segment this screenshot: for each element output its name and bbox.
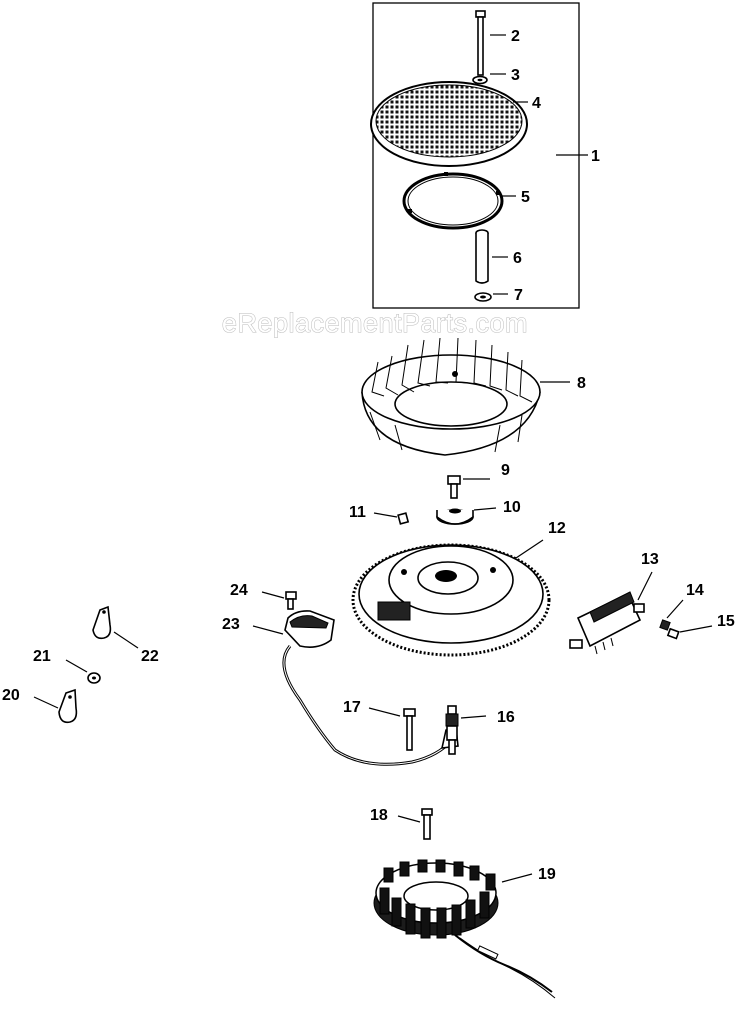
part-5-retaining-ring[interactable] [402, 172, 504, 230]
part-label-1: 1 [591, 148, 600, 165]
part-9-bolt[interactable] [447, 475, 461, 499]
part-2-bolt[interactable] [475, 10, 486, 76]
part-label-13: 13 [641, 551, 659, 568]
part-label-21: 21 [33, 648, 51, 665]
part-label-5: 5 [521, 189, 530, 206]
part-label-9: 9 [501, 462, 510, 479]
part-20-clamp[interactable] [58, 688, 78, 724]
part-10-spacer-washer[interactable] [436, 508, 474, 525]
part-16-spark-plug[interactable] [445, 705, 459, 755]
part-label-15: 15 [717, 613, 735, 630]
part-11-key[interactable] [397, 512, 410, 525]
part-label-19: 19 [538, 866, 556, 883]
part-label-10: 10 [503, 499, 521, 516]
part-label-11: 11 [349, 504, 366, 521]
part-7-washer[interactable] [474, 292, 492, 302]
part-label-23: 23 [222, 616, 240, 633]
part-14-nut[interactable] [659, 619, 671, 631]
part-label-18: 18 [370, 807, 388, 824]
part-label-6: 6 [513, 250, 522, 267]
part-label-20: 20 [2, 687, 20, 704]
part-15-screw[interactable] [666, 627, 680, 640]
part-12-flywheel[interactable] [351, 543, 551, 657]
part-8-cooling-fan[interactable] [361, 337, 541, 456]
part-label-8: 8 [577, 375, 586, 392]
part-label-2: 2 [511, 28, 520, 45]
part-24-bolt[interactable] [285, 591, 297, 610]
part-18-bolt[interactable] [421, 808, 433, 840]
part-label-7: 7 [514, 287, 523, 304]
part-21-nut[interactable] [87, 672, 101, 684]
part-6-spacer[interactable] [475, 229, 489, 284]
part-label-24: 24 [230, 582, 248, 599]
part-label-14: 14 [686, 582, 704, 599]
part-17-bolt[interactable] [403, 708, 416, 751]
part-3-washer[interactable] [472, 75, 488, 85]
part-label-4: 4 [532, 95, 541, 112]
part-19-stator[interactable] [373, 859, 556, 999]
part-label-17: 17 [343, 699, 361, 716]
part-label-12: 12 [548, 520, 566, 537]
watermark: eReplacementParts.com [222, 308, 528, 338]
part-label-16: 16 [497, 709, 515, 726]
part-label-3: 3 [511, 67, 520, 84]
part-22-clamp[interactable] [92, 605, 112, 640]
part-13-regulator[interactable] [569, 591, 645, 655]
part-4-grille-screen[interactable] [370, 81, 528, 167]
part-label-22: 22 [141, 648, 159, 665]
